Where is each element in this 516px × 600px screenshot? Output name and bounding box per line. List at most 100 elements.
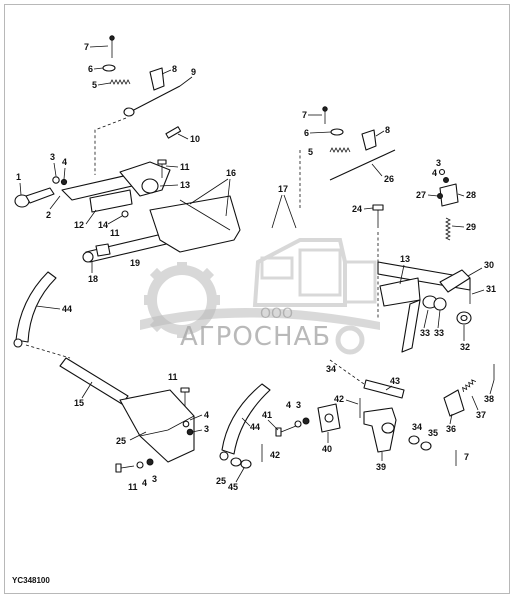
- washer-4-bottom: [136, 461, 144, 469]
- leader-11a: [165, 165, 179, 168]
- leader-2: [49, 195, 61, 210]
- callout-3c: 3: [152, 474, 157, 484]
- leader-6b: [309, 131, 332, 134]
- shaft-15: [59, 357, 129, 405]
- callout-9: 9: [191, 67, 196, 77]
- callout-33b: 33: [434, 328, 444, 338]
- watermark-prefix: ООО: [260, 306, 293, 322]
- leader-36: [449, 413, 453, 425]
- leader-3a: [53, 162, 57, 177]
- watermark-brand: АГРОСНАБ: [180, 322, 331, 352]
- callout-44a: 44: [62, 304, 72, 314]
- watermark-truck-icon: [252, 238, 377, 355]
- washer-3: [52, 176, 60, 184]
- callout-14: 14: [98, 220, 108, 230]
- callout-43: 43: [390, 376, 400, 386]
- callout-34a: 34: [326, 364, 336, 374]
- callout-42a: 42: [270, 450, 280, 460]
- pivot-hub-13: [141, 178, 159, 194]
- rod-9-end: [123, 107, 135, 117]
- callout-3a: 3: [50, 152, 55, 162]
- bushing-18: [95, 243, 111, 257]
- arc-plate-44-left: [15, 271, 57, 343]
- leader-16a: [189, 178, 229, 205]
- callout-4a: 4: [62, 157, 67, 167]
- callout-labels: 7 6 5 8 9 10 11 3 4 1 2 13 12 14 11 16 1…: [16, 42, 496, 492]
- callout-13b: 13: [400, 254, 410, 264]
- dash-line-43: [329, 359, 365, 385]
- leader-44b: [241, 417, 251, 427]
- callout-34b: 34: [412, 422, 422, 432]
- frame-16: [149, 195, 241, 253]
- callout-11b: 11: [110, 228, 120, 238]
- leader-13b: [399, 264, 405, 285]
- spring-5: [109, 79, 131, 85]
- callout-7b: 7: [302, 110, 307, 120]
- bracket-33: [401, 299, 421, 353]
- leader-3b: [191, 429, 203, 433]
- leader-14: [107, 215, 123, 225]
- leader-24: [371, 163, 383, 177]
- callout-4d: 4: [286, 400, 291, 410]
- washer-14: [121, 210, 129, 218]
- washer-35: [420, 441, 432, 451]
- callout-41: 41: [262, 410, 272, 420]
- bracket-36: [443, 389, 465, 417]
- leader-43: [385, 385, 393, 391]
- bracket-40-hole: [324, 413, 334, 423]
- nut-3-bottom: [146, 458, 154, 466]
- leader-29: [451, 225, 465, 228]
- leader-42b: [345, 399, 359, 405]
- callout-40: 40: [322, 444, 332, 454]
- nut-3-lower: [186, 428, 194, 436]
- leader-17a: [271, 194, 283, 229]
- arc-44-center-pivot: [219, 451, 229, 461]
- leader-45: [235, 467, 245, 483]
- cotter-pin-7-right: [322, 106, 328, 124]
- callout-8b: 8: [385, 125, 390, 135]
- callout-33a: 33: [420, 328, 430, 338]
- callout-25a: 25: [116, 436, 126, 446]
- washer-3-right: [438, 168, 446, 176]
- bolt-26: [372, 204, 384, 228]
- callout-3e: 3: [436, 158, 441, 168]
- callout-10: 10: [190, 134, 200, 144]
- callout-2: 2: [46, 210, 51, 220]
- spring-37: [462, 379, 477, 393]
- watermark-logo: ООО АГРОСНАБ: [140, 238, 380, 355]
- washer-32-hole: [460, 314, 468, 322]
- leader-37: [471, 395, 479, 411]
- bracket-28: [439, 183, 459, 207]
- leader-6a: [93, 67, 104, 70]
- leader-38: [489, 379, 495, 395]
- leader-33b: [437, 309, 441, 329]
- callout-19: 19: [130, 258, 140, 268]
- bolt-11-lower: [180, 387, 190, 406]
- spring-5-right: [329, 147, 351, 153]
- bracket-8: [149, 67, 165, 91]
- washer-34: [408, 435, 420, 445]
- leader-30: [467, 267, 483, 277]
- diagram-code: YC348100: [12, 576, 50, 585]
- bolt-41: [275, 425, 297, 437]
- callout-36: 36: [446, 424, 456, 434]
- plate-12: [89, 189, 133, 213]
- callout-25b: 25: [216, 476, 226, 486]
- leader-12: [85, 209, 97, 225]
- arc-44-pivot: [13, 338, 23, 348]
- callout-42b: 42: [334, 394, 344, 404]
- callout-31: 31: [486, 284, 496, 294]
- leader-31: [471, 289, 485, 295]
- callout-26: 24: [352, 204, 362, 214]
- leader-9: [179, 76, 193, 87]
- callout-44b: 44: [250, 422, 260, 432]
- washer-4-lower: [182, 420, 190, 428]
- leader-15: [81, 381, 93, 399]
- callout-39: 39: [376, 462, 386, 472]
- leader-41: [267, 419, 279, 431]
- leader-28: [457, 193, 465, 197]
- pin-27: [437, 193, 443, 199]
- leader-5a: [97, 82, 111, 86]
- callout-38: 38: [484, 394, 494, 404]
